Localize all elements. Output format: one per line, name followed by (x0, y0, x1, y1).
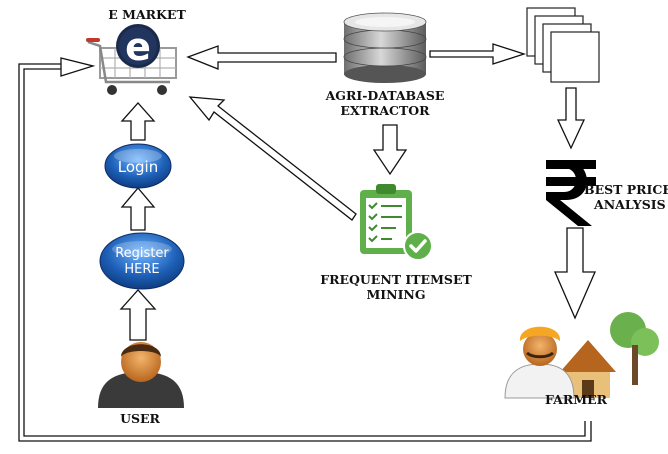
feedback-loop-connector (18, 57, 592, 442)
best-price-label-line1: BEST PRICE (584, 182, 668, 197)
arrow-rupee-to-farmer (554, 227, 596, 320)
database-cylinder-icon (343, 12, 427, 83)
user-avatar-icon (98, 342, 184, 408)
register-button[interactable]: Register HERE (99, 232, 185, 290)
arrow-fim-to-emarket (188, 96, 357, 221)
register-button-label-line2: HERE (124, 262, 159, 277)
arrow-login-to-emarket (120, 102, 156, 141)
register-button-label-line1: Register (115, 246, 169, 261)
db-label-line2: EXTRACTOR (340, 103, 430, 118)
rupee-icon (546, 160, 596, 226)
login-button-label: Login (118, 158, 158, 176)
svg-text:e: e (125, 25, 151, 69)
shopping-cart-e-icon: e (86, 24, 177, 95)
db-label-line1: AGRI-DATABASE (325, 88, 445, 103)
arrow-db-to-documents (429, 43, 527, 65)
fim-label-line1: FREQUENT ITEMSET (320, 272, 472, 287)
emarket-label: E MARKET (108, 7, 186, 22)
fim-label-line2: MINING (366, 287, 426, 302)
farmer-village-icon (504, 312, 659, 399)
arrow-documents-to-rupee (556, 87, 586, 150)
arrow-db-to-fim (372, 124, 408, 176)
user-label: USER (120, 411, 160, 426)
arrow-db-to-emarket (186, 45, 337, 70)
arrow-user-to-register (119, 289, 157, 341)
farmer-label: FARMER (545, 392, 607, 407)
arrow-register-to-login (120, 186, 156, 231)
document-stack-icon (526, 7, 600, 83)
clipboard-checklist-icon (360, 184, 433, 261)
best-price-label-line2: ANALYSIS (594, 197, 666, 212)
login-button[interactable]: Login (104, 143, 172, 189)
